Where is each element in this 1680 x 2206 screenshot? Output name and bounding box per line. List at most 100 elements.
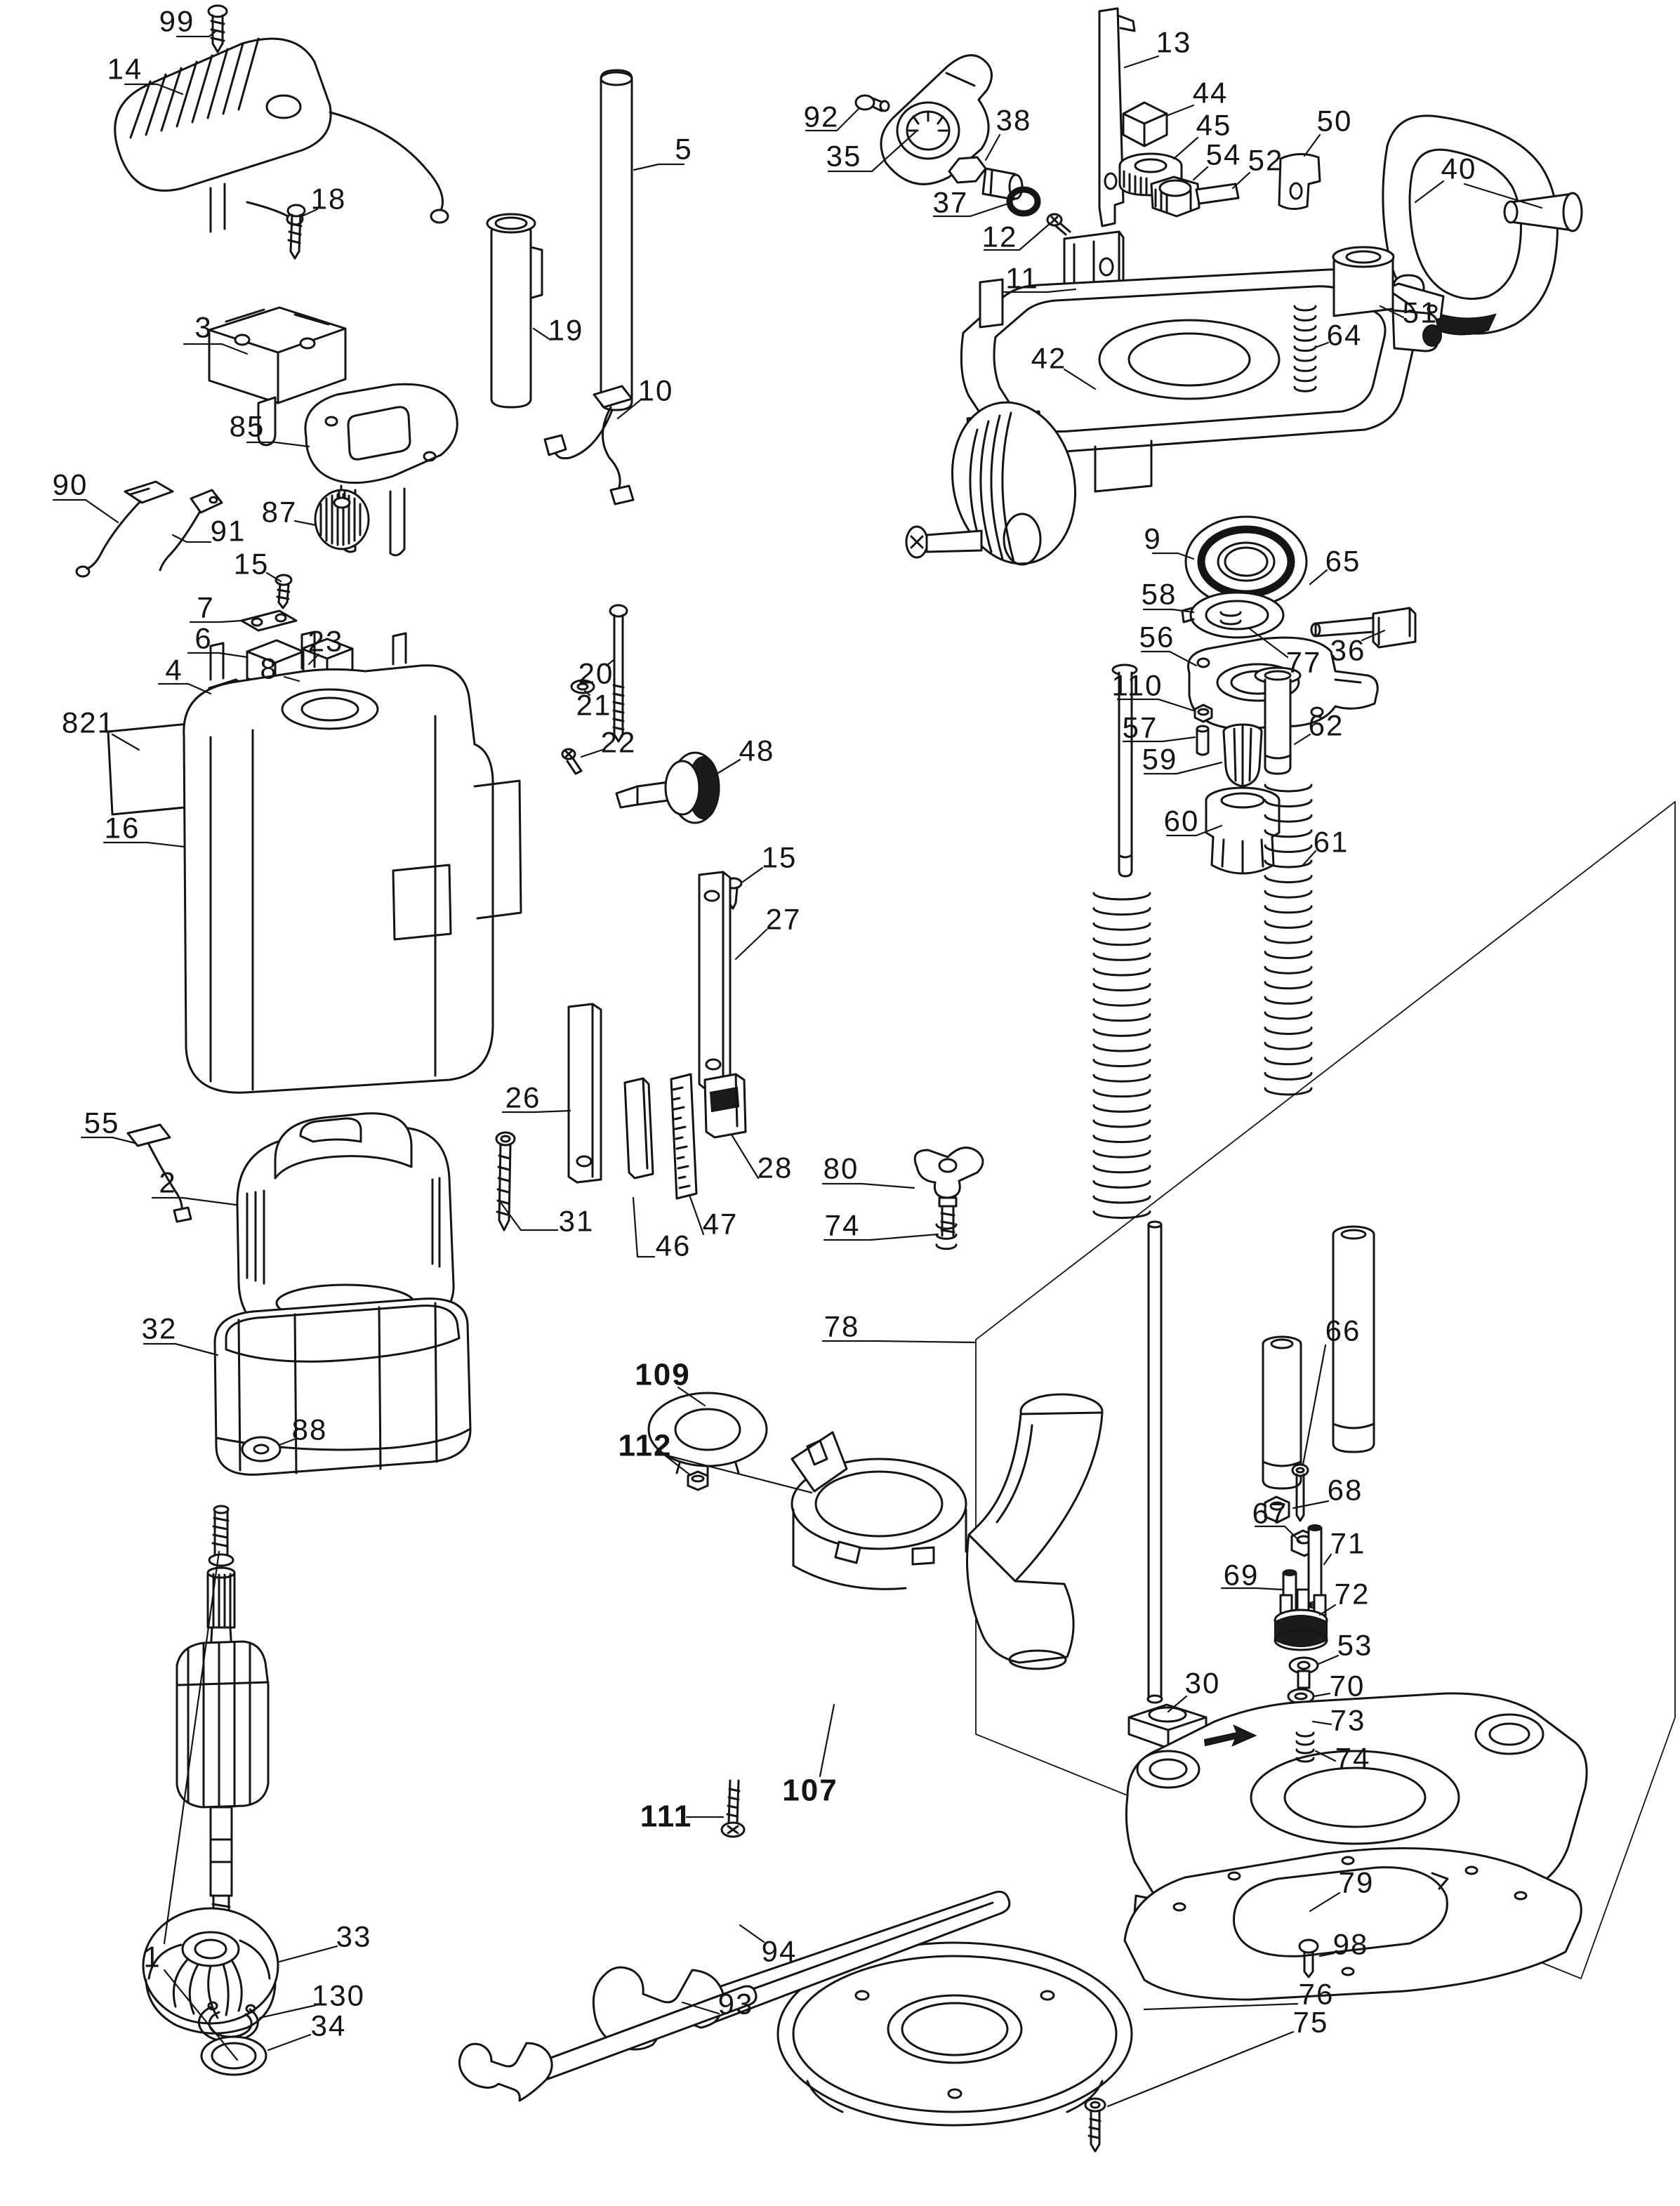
leader-line-74 bbox=[1314, 1750, 1337, 1762]
fan-33 bbox=[142, 1907, 279, 2035]
part-label-53: 53 bbox=[1337, 1629, 1373, 1662]
leader-line-28 bbox=[730, 1133, 760, 1180]
leader-line-109 bbox=[677, 1386, 706, 1407]
leader-line-32 bbox=[143, 1342, 219, 1356]
adjust-gear-72 bbox=[1274, 1588, 1328, 1651]
screw-15-upper bbox=[275, 574, 293, 609]
part-label-94: 94 bbox=[762, 1935, 798, 1968]
leader-line-112 bbox=[663, 1453, 813, 1494]
leader-line-11 bbox=[1003, 288, 1077, 293]
cover-lead-wires bbox=[246, 111, 449, 226]
part-label-48: 48 bbox=[739, 734, 775, 767]
part-label-51: 51 bbox=[1403, 296, 1438, 329]
clamp-lever-35 bbox=[880, 54, 993, 185]
switch-3 bbox=[208, 306, 347, 447]
leader-line-56 bbox=[1140, 650, 1198, 667]
leader-line-59 bbox=[1143, 761, 1223, 775]
part-label-46: 46 bbox=[656, 1229, 692, 1262]
leader-line-33 bbox=[278, 1945, 338, 1963]
part-label-85: 85 bbox=[230, 410, 265, 443]
part-label-75: 75 bbox=[1293, 2006, 1329, 2039]
leader-line-3 bbox=[183, 343, 249, 355]
leader-line-15 bbox=[265, 572, 282, 583]
spring-coil bbox=[935, 1223, 958, 1250]
bolt-38 bbox=[948, 156, 1024, 201]
leader-line-76 bbox=[1143, 2002, 1299, 2011]
leader-line-2 bbox=[151, 1196, 237, 1206]
nut-110 bbox=[1193, 704, 1213, 723]
leader-line-47 bbox=[688, 1194, 705, 1236]
leader-line-10 bbox=[616, 399, 642, 420]
base-plate-79 bbox=[1123, 1847, 1582, 2001]
washer-88 bbox=[241, 1436, 282, 1462]
part-label-62: 62 bbox=[1309, 709, 1344, 742]
leader-line-67 bbox=[1254, 1525, 1303, 1545]
post-cylinder-b bbox=[1262, 1335, 1302, 1490]
part-label-80: 80 bbox=[824, 1152, 859, 1185]
leader-line-57 bbox=[1122, 736, 1196, 743]
leader-line-1 bbox=[163, 1969, 239, 2061]
motor-housing-16 bbox=[183, 630, 522, 1094]
wrench-93 bbox=[458, 1985, 758, 2102]
leader-line-36 bbox=[1361, 629, 1386, 642]
wing-bolt-80 bbox=[913, 1147, 984, 1237]
tube-19 bbox=[486, 213, 543, 409]
guide-bar-26 bbox=[567, 1003, 602, 1184]
armature-1 bbox=[176, 1505, 270, 1967]
part-label-42: 42 bbox=[1031, 342, 1067, 375]
part-label-79: 79 bbox=[1339, 1866, 1375, 1899]
part-label-6: 6 bbox=[194, 622, 212, 655]
part-label-93: 93 bbox=[718, 1988, 754, 2021]
part-label-4: 4 bbox=[165, 654, 183, 687]
labels-layer: 9914531885879091151910923538371211134244… bbox=[53, 5, 1543, 2108]
motor-can-32 bbox=[213, 1297, 472, 1476]
leader-line-68 bbox=[1292, 1500, 1330, 1510]
leader-line-35 bbox=[827, 131, 917, 173]
handle-screw bbox=[905, 525, 983, 559]
screw-98 bbox=[1298, 1938, 1319, 1979]
leader-line-54 bbox=[1192, 166, 1209, 181]
spring-coil bbox=[1295, 1731, 1315, 1763]
leader-line-74 bbox=[823, 1233, 939, 1241]
part-label-27: 27 bbox=[766, 903, 802, 936]
leader-line-23 bbox=[307, 653, 320, 666]
leader-line-46 bbox=[632, 1196, 656, 1258]
slider-28 bbox=[703, 1073, 747, 1139]
leader-line-93 bbox=[681, 2001, 720, 2015]
flat-bar-46 bbox=[623, 1077, 654, 1180]
part-label-2: 2 bbox=[159, 1166, 176, 1199]
pin-57 bbox=[1196, 725, 1210, 756]
leader-line-20 bbox=[605, 659, 615, 667]
part-label-73: 73 bbox=[1330, 1704, 1366, 1737]
part-label-50: 50 bbox=[1317, 105, 1353, 138]
part-label-821: 821 bbox=[62, 706, 115, 739]
leader-line-14 bbox=[124, 83, 184, 95]
part-label-88: 88 bbox=[292, 1413, 328, 1446]
leader-line-70 bbox=[1313, 1692, 1331, 1698]
terminal-plate-7 bbox=[240, 609, 298, 632]
washer-21 bbox=[570, 679, 595, 694]
leader-line-72 bbox=[1318, 1604, 1337, 1616]
leader-line-85 bbox=[246, 441, 310, 448]
part-label-38: 38 bbox=[996, 104, 1032, 137]
leader-line-13 bbox=[1123, 55, 1160, 69]
part-label-65: 65 bbox=[1325, 545, 1361, 578]
part-label-60: 60 bbox=[1164, 805, 1200, 838]
leader-line-48 bbox=[713, 758, 741, 777]
leader-line-30 bbox=[1167, 1695, 1188, 1713]
leader-line-34 bbox=[267, 2033, 312, 2052]
leader-line-62 bbox=[1293, 733, 1311, 746]
part-label-15: 15 bbox=[234, 548, 270, 581]
leader-line-92 bbox=[805, 107, 861, 132]
leader-line-22 bbox=[580, 748, 604, 758]
part-label-1: 1 bbox=[143, 1941, 161, 1974]
screw-31 bbox=[495, 1131, 516, 1231]
leader-line-12 bbox=[983, 222, 1052, 251]
wire-lead-90 bbox=[75, 480, 174, 578]
leader-line-19 bbox=[532, 327, 552, 341]
part-label-71: 71 bbox=[1330, 1527, 1366, 1560]
leader-line-15 bbox=[741, 866, 764, 883]
sub-assembly-frame-78 bbox=[975, 801, 1676, 1979]
